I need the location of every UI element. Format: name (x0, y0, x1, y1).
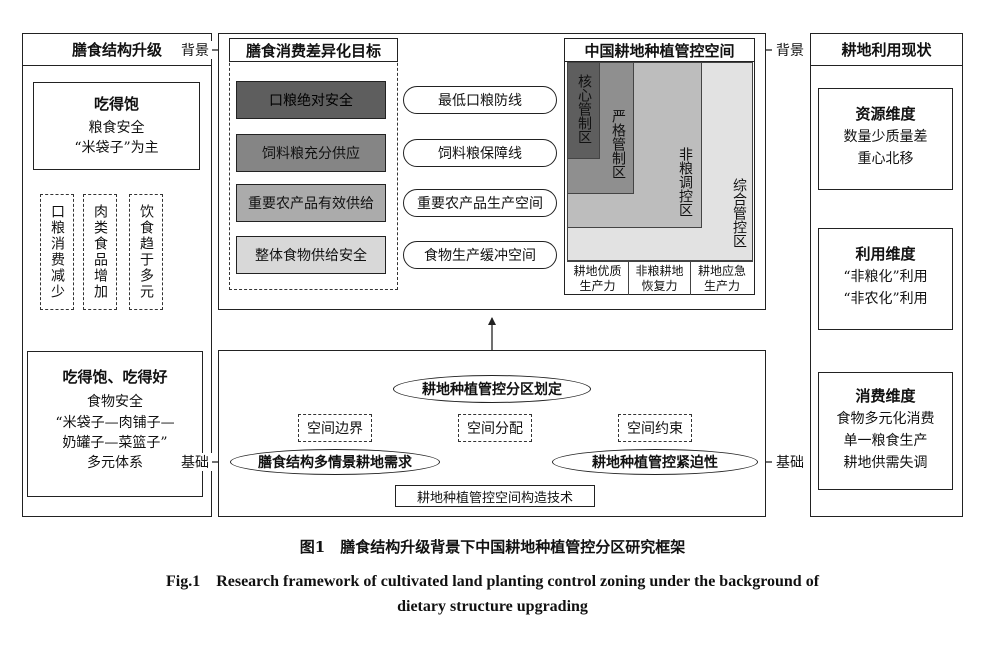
caption-english-line2: dietary structure upgrading (397, 598, 588, 615)
zone-strict-label: 严格管制区 (610, 109, 626, 179)
zone-core-label: 核心管制区 (576, 74, 592, 144)
goal-feed-supply: 饲料粮充分供应 (236, 134, 386, 172)
fed-well-line1: 食物安全 (87, 394, 143, 410)
zone-comprehensive-label: 综合管控区 (731, 178, 747, 248)
zone-bottom-row: 耕地优质生产力 非粮耕地恢复力 耕地应急生产力 (567, 261, 753, 295)
background-label-right: 背景 (772, 41, 808, 59)
full-fed-box: 吃得饱 粮食安全 “米袋子”为主 (33, 82, 200, 170)
resource-dimension-line1: 数量少质量差 (843, 129, 928, 145)
zone-bottom-quality-text: 耕地优质生产力 (573, 263, 622, 293)
use-dimension-box: 利用维度 “非粮化”利用 “非农化”利用 (818, 228, 953, 330)
resource-dimension-line2: 重心北移 (857, 151, 914, 167)
full-fed-line2: “米袋子”为主 (74, 140, 159, 156)
fed-well-title: 吃得饱、吃得好 (62, 367, 168, 386)
pill-feed-guarantee: 饲料粮保障线 (403, 139, 557, 167)
fed-well-line2: “米袋子—肉铺子— (55, 415, 175, 431)
zone-bottom-quality: 耕地优质生产力 (567, 262, 629, 295)
goal-key-products: 重要农产品有效供给 (236, 184, 386, 222)
foundation-label-left: 基础 (178, 453, 212, 471)
caption-english-line1: Fig.1 Research framework of cultivated l… (165, 573, 820, 590)
zone-nongrain-label: 非粮调控区 (677, 147, 693, 217)
zones-title: 中国耕地种植管控空间 (564, 38, 755, 62)
zone-bottom-emergency-text: 耕地应急生产力 (697, 263, 746, 293)
resource-dimension-title: 资源维度 (855, 104, 916, 123)
space-allocation-box: 空间分配 (458, 414, 532, 442)
use-dimension-line1: “非粮化”利用 (843, 269, 928, 285)
control-urgency-ellipse: 耕地种植管控紧迫性 (552, 449, 758, 475)
right-panel-title: 耕地利用现状 (810, 33, 963, 66)
fed-well-box: 吃得饱、吃得好 食物安全 “米袋子—肉铺子— 奶罐子—菜篮子” 多元体系 (27, 351, 203, 497)
consumption-dimension-line2: 单一粮食生产 (843, 433, 928, 449)
pill-min-grain-line: 最低口粮防线 (403, 86, 557, 114)
zone-bottom-emergency: 耕地应急生产力 (691, 262, 753, 295)
background-label-left: 背景 (178, 41, 212, 59)
trend-meat-increase: 肉类食品增加 (83, 194, 117, 310)
use-dimension-line2: “非农化”利用 (843, 291, 928, 307)
use-dimension-title: 利用维度 (855, 244, 916, 263)
full-fed-line1: 粮食安全 (88, 120, 145, 136)
consumption-dimension-box: 消费维度 食物多元化消费 单一粮食生产 耕地供需失调 (818, 372, 953, 490)
space-constraint-box: 空间约束 (618, 414, 692, 442)
zoning-delineation-ellipse: 耕地种植管控分区划定 (393, 375, 591, 403)
goal-food-security: 整体食物供给安全 (236, 236, 386, 274)
goals-title: 膳食消费差异化目标 (229, 38, 398, 62)
multi-scenario-demand-ellipse: 膳食结构多情景耕地需求 (230, 449, 440, 475)
resource-dimension-box: 资源维度 数量少质量差 重心北移 (818, 88, 953, 190)
zone-bottom-recovery-text: 非粮耕地恢复力 (635, 263, 684, 293)
trend-diet-diverse: 饮食趋于多元 (129, 194, 163, 310)
caption-chinese: 图1 膳食结构升级背景下中国耕地种植管控分区研究框架 (299, 537, 686, 556)
consumption-dimension-title: 消费维度 (855, 386, 916, 405)
zone-core (567, 62, 600, 159)
space-boundary-box: 空间边界 (298, 414, 372, 442)
consumption-dimension-line1: 食物多元化消费 (836, 411, 935, 427)
fed-well-line4: 多元体系 (87, 455, 143, 471)
zone-bottom-recovery: 非粮耕地恢复力 (629, 262, 691, 295)
trend-grain-decrease: 口粮消费减少 (40, 194, 74, 310)
fed-well-line3: 奶罐子—菜篮子” (62, 435, 168, 451)
pill-buffer-space: 食物生产缓冲空间 (403, 241, 557, 269)
full-fed-title: 吃得饱 (93, 94, 139, 113)
construction-technique-box: 耕地种植管控空间构造技术 (395, 485, 595, 507)
goal-grain-security: 口粮绝对安全 (236, 81, 386, 119)
consumption-dimension-line3: 耕地供需失调 (843, 455, 928, 471)
foundation-label-right: 基础 (772, 453, 808, 471)
pill-key-products-space: 重要农产品生产空间 (403, 189, 557, 217)
